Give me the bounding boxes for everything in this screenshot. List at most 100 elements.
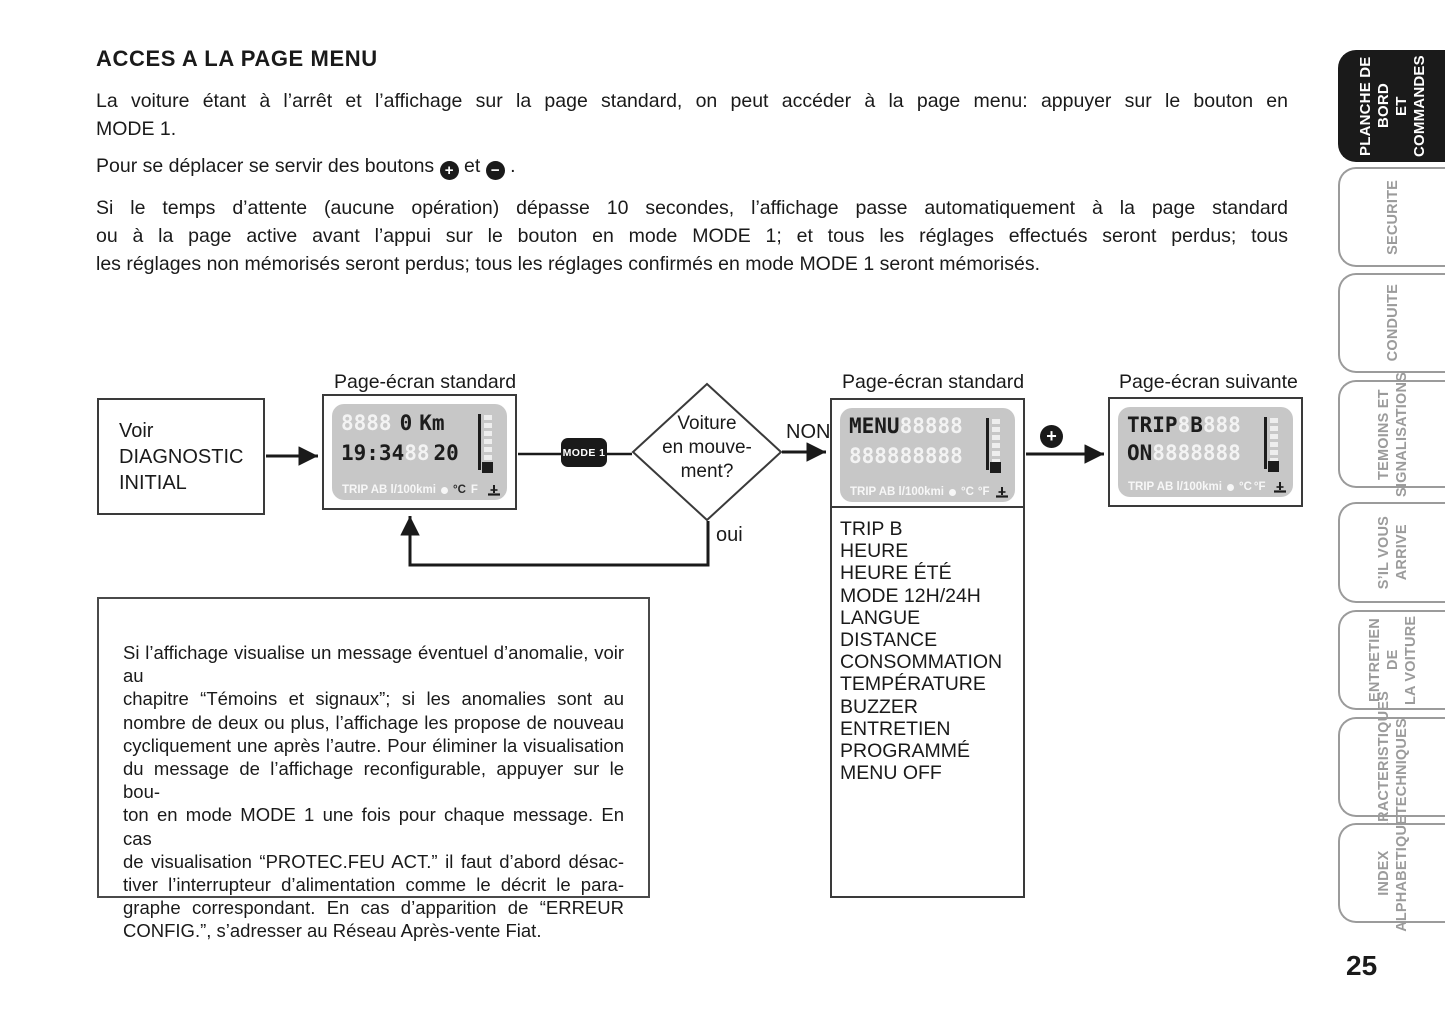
page-title: ACCES A LA PAGE MENU xyxy=(96,46,378,71)
lcd2-legend: TRIP AB l/100kmi °C °F xyxy=(850,486,1009,498)
fuel-gauge-icon xyxy=(1264,417,1281,472)
lcd-unit: Km xyxy=(419,411,445,435)
lcd1-legend: TRIP AB l/100kmi °C F xyxy=(342,484,501,496)
paragraph-text: et xyxy=(464,155,481,177)
screen-label-standard-2: Page-écran standard xyxy=(842,371,1025,393)
lcd-ghost-cells: 88888 xyxy=(899,414,963,438)
lcd-trip-value: TRIP xyxy=(1127,413,1178,437)
tab-label-line: CONDUITE xyxy=(1384,284,1401,362)
note-line: Si l’affichage visualise un message éven… xyxy=(123,642,624,687)
menu-item: DISTANCE xyxy=(840,629,938,652)
menu-item: HEURE xyxy=(840,540,909,563)
menu-item: LANGUE xyxy=(840,606,921,629)
sidebar-tab-label: TEMOINS ET SIGNALISATIONS xyxy=(1375,372,1411,497)
plus-circle-icon: + xyxy=(1040,425,1063,448)
non-label: NON xyxy=(786,421,831,443)
screen-label-next: Page-écran suivante xyxy=(1119,371,1298,393)
diagnostic-initial-text: Voir DIAGNOSTIC INITIAL xyxy=(119,418,243,496)
fahrenheit-label: °F xyxy=(1253,481,1266,493)
celsius-label: °C xyxy=(960,486,974,498)
lcd-ghost-cells: 888888888 xyxy=(849,444,963,468)
note-line: ton en mode MODE 1 une fois pour chaque … xyxy=(123,804,624,849)
paragraph-line: les réglages non mémorisés seront perdus… xyxy=(96,253,1040,275)
tab-label-line: SIGNALISATIONS xyxy=(1393,371,1410,497)
decision-line: ment? xyxy=(680,461,734,482)
sidebar-tab-planche-de-bord: PLANCHE DE BORD ET COMMANDES xyxy=(1338,50,1445,162)
trip-legend-text: TRIP AB l/100kmi xyxy=(850,486,944,498)
sidebar-tab-label: S’IL VOUS ARRIVE xyxy=(1375,516,1411,589)
menu-item: BUZZER xyxy=(840,695,918,718)
menu-page-box: MENU88888 888888888 TRIP AB l/100kmi °C … xyxy=(830,398,1025,898)
lcd-on-value: ON xyxy=(1127,441,1153,465)
voir-line: INITIAL xyxy=(119,471,187,494)
lcd-menu-value: MENU xyxy=(849,414,900,438)
menu-item: MODE 12H/24H xyxy=(840,584,981,607)
lcd-screen-3: TRIP8B888 ON8888888 TRIP AB l/100kmi °C … xyxy=(1118,407,1293,497)
note-line: tiver l’interrupteur d’alimentation comm… xyxy=(123,874,624,896)
trip-legend-text: TRIP AB l/100kmi xyxy=(1128,481,1222,493)
menu-box-divider xyxy=(830,506,1025,508)
paragraph-text: . xyxy=(510,155,516,177)
paragraph-line: ou à la page active avant l’appui sur le… xyxy=(96,225,1288,247)
intro-paragraph-2: Pour se déplacer se servir des boutons +… xyxy=(96,152,1288,180)
anomaly-note-text: Si l’affichage visualise un message éven… xyxy=(123,641,624,943)
lcd-value: 0 xyxy=(399,411,413,435)
lcd-ghost-cells: 8 xyxy=(1177,413,1191,437)
diagnostic-initial-box: Voir DIAGNOSTIC INITIAL xyxy=(97,398,265,515)
note-line: cycliquement une après l’autre. Pour éli… xyxy=(123,734,624,756)
trip-legend-text: TRIP AB l/100kmi xyxy=(342,484,436,496)
legend-dot-icon xyxy=(440,486,448,494)
menu-item: CONSOMMATION xyxy=(840,651,1003,674)
lcd-clock-value: 19:34 xyxy=(341,441,405,465)
paragraph-line: MODE 1. xyxy=(96,118,177,140)
lcd-ghost-cells: 888 xyxy=(1202,413,1241,437)
celsius-label: °C xyxy=(452,484,466,496)
decision-diamond: Voiture en mouve- ment? xyxy=(627,412,787,484)
legend-dot-icon xyxy=(948,488,956,496)
menu-item: MENU OFF xyxy=(840,762,942,785)
plus-circle-icon: + xyxy=(439,161,459,180)
note-line: chapitre “Témoins et signaux”; si les an… xyxy=(123,688,624,710)
decision-line: en mouve- xyxy=(662,437,752,458)
tab-label-line: PLANCHE DE BORD xyxy=(1356,56,1392,156)
voir-line: Voir xyxy=(119,419,154,442)
sidebar-tab-entretien: ENTRETIEN DE LA VOITURE xyxy=(1338,610,1445,710)
lcd-screen-2: MENU88888 888888888 TRIP AB l/100kmi °C … xyxy=(840,408,1015,502)
fuel-gauge-icon xyxy=(478,414,495,473)
lcd-ghost-cells: 8888 xyxy=(341,411,392,435)
legend-dot-icon xyxy=(1226,483,1234,491)
paragraph-line: La voiture étant à l’arrêt et l’affichag… xyxy=(96,90,1288,112)
lcd2-row2: 888888888 xyxy=(849,444,963,468)
note-line: de visualisation “PROTEC.FEU ACT.” il fa… xyxy=(123,850,624,872)
coolant-icon xyxy=(488,485,500,496)
mode-1-button: MODE 1 xyxy=(561,438,607,467)
note-line: graphe correspondant. En cas d’apparitio… xyxy=(123,897,624,919)
fahrenheit-label: °F xyxy=(977,486,990,498)
oui-label: oui xyxy=(716,524,743,546)
anomaly-note-box: Si l’affichage visualise un message éven… xyxy=(97,597,650,941)
coolant-icon xyxy=(1274,482,1286,493)
fuel-gauge-icon xyxy=(986,418,1003,473)
minus-circle-icon: − xyxy=(485,161,505,180)
tab-label-line: ET COMMANDES xyxy=(1392,55,1428,157)
tab-label-line: INDEX xyxy=(1375,850,1392,896)
coolant-icon xyxy=(996,487,1008,498)
lcd3-row2: ON8888888 xyxy=(1127,441,1241,465)
sidebar-tab-index: INDEX ALPHABETIQUE xyxy=(1338,815,1445,931)
tab-label-line: TEMOINS ET xyxy=(1375,388,1392,480)
decision-line: Voiture xyxy=(677,413,737,434)
menu-item: PROGRAMMÉ xyxy=(840,740,971,763)
sidebar-tab-label: CONDUITE xyxy=(1384,284,1402,361)
lcd3-legend: TRIP AB l/100kmi °C °F xyxy=(1128,481,1287,493)
lcd-ghost-cells: 88 xyxy=(404,441,430,465)
fahrenheit-label: F xyxy=(470,484,478,496)
menu-item: HEURE ÉTÉ xyxy=(840,562,952,585)
intro-paragraph-3: Si le temps d’attente (aucune opération)… xyxy=(96,194,1288,278)
sidebar-tab-caracteristiques: CARACTERISTIQUES TECHNIQUES xyxy=(1338,691,1445,843)
screen-label-standard-1: Page-écran standard xyxy=(334,371,517,393)
sidebar-tab-securite: SECURITE xyxy=(1338,167,1445,267)
